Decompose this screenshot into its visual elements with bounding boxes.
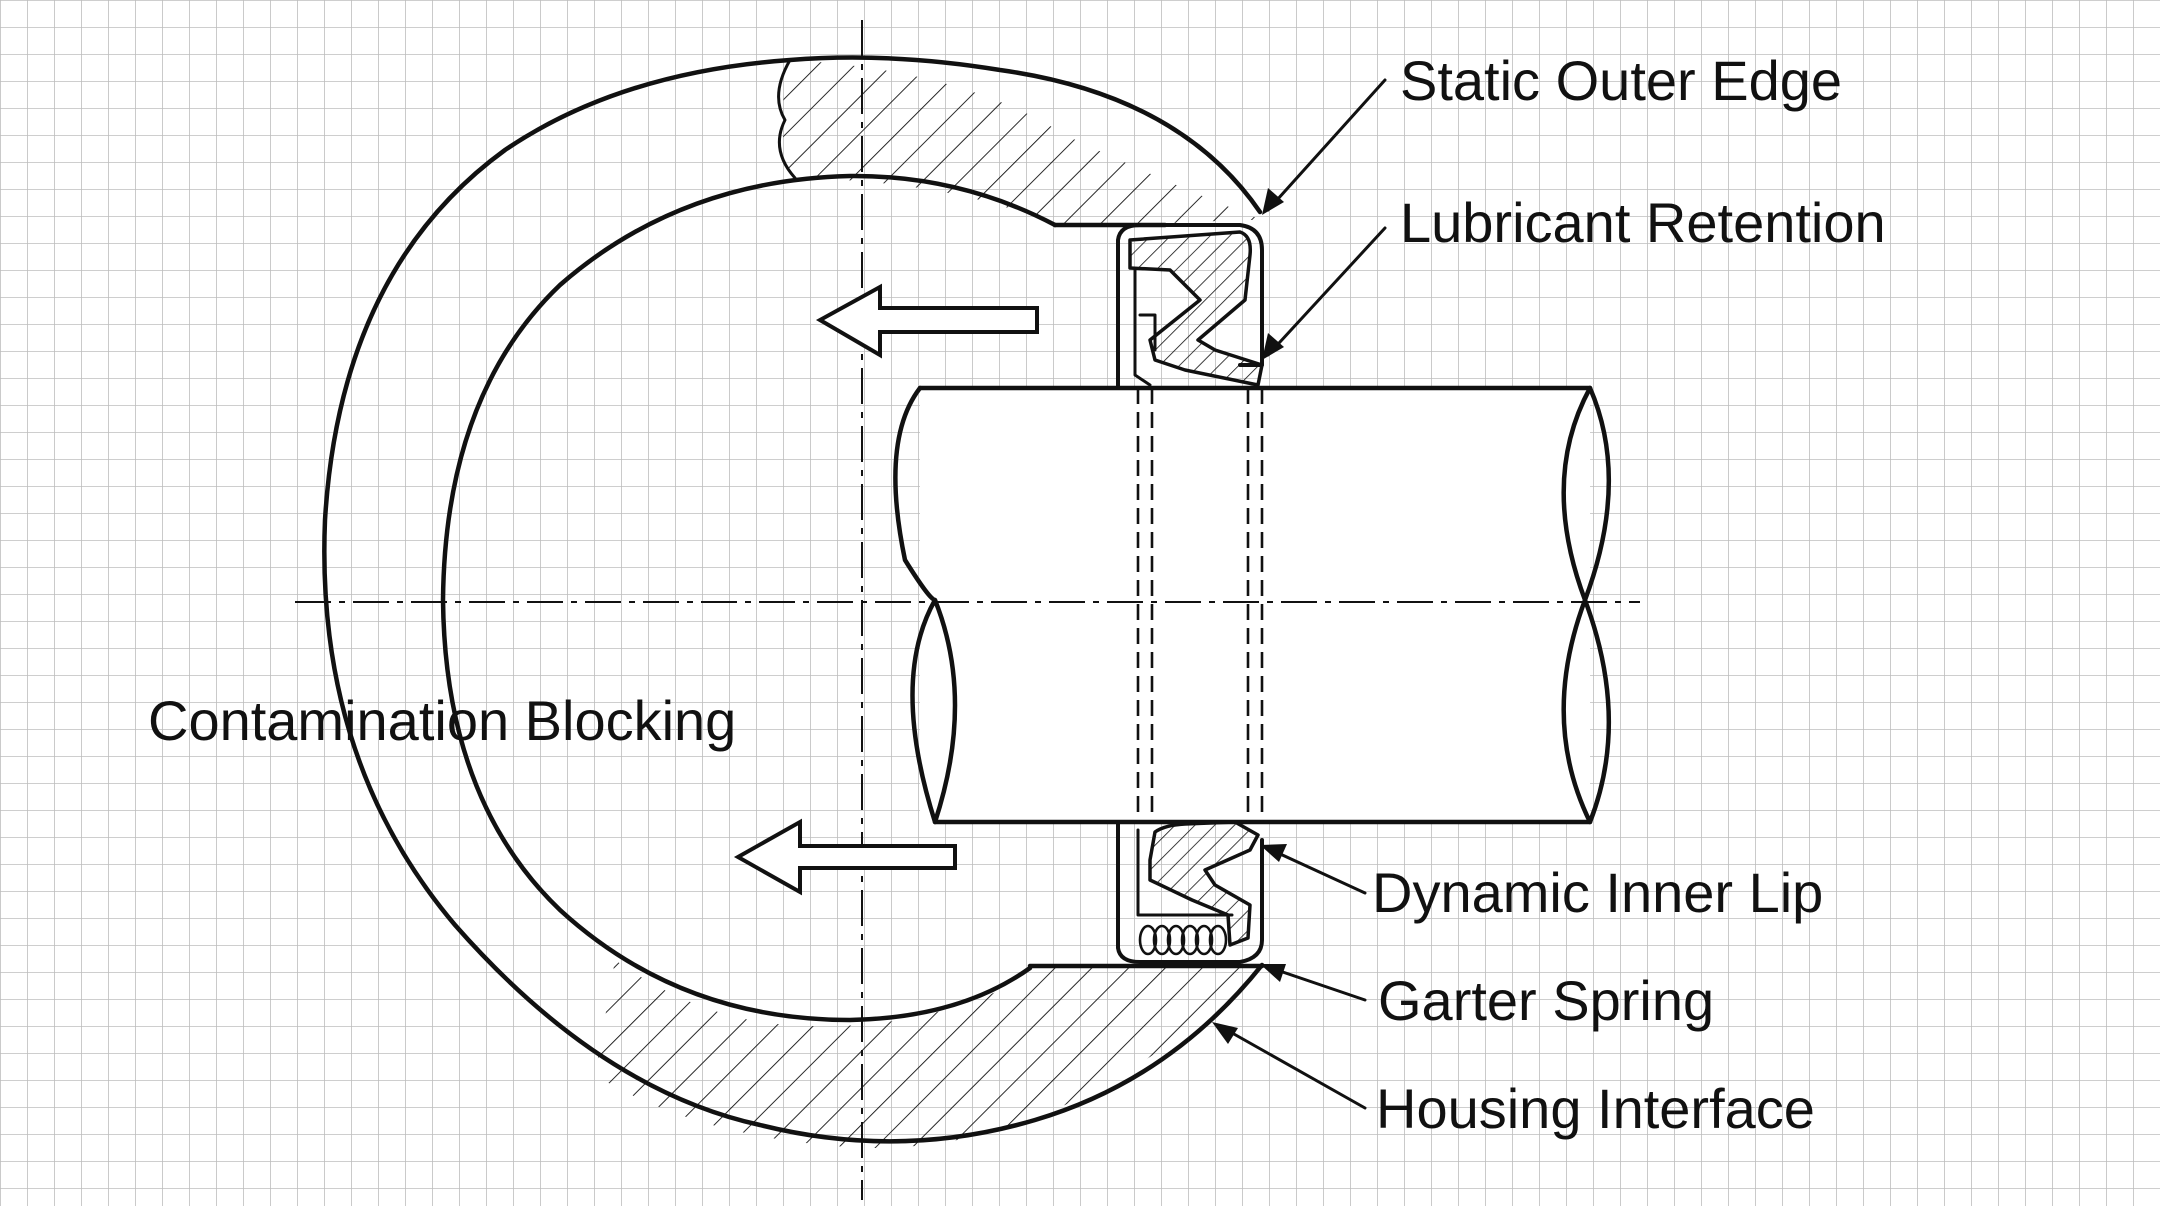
leader-arrowheads <box>1212 188 1287 1044</box>
seal-upper-lip-body <box>1128 230 1264 387</box>
label-static-outer-edge: Static Outer Edge <box>1400 49 1842 112</box>
housing-upper-section <box>782 60 1262 225</box>
seal-upper <box>1116 223 1264 390</box>
label-contamination-blocking: Contamination Blocking <box>148 689 736 752</box>
flow-arrow-lower <box>733 818 957 896</box>
seal-lower <box>1116 820 1264 964</box>
arrowhead-lubricant-retention <box>1262 333 1284 360</box>
leader-lubricant-retention <box>1266 226 1387 357</box>
arrowhead-static-outer-edge <box>1262 188 1284 215</box>
housing <box>322 55 1265 1149</box>
housing-lower-section <box>595 960 1260 1149</box>
garter-spring <box>1138 924 1228 956</box>
shaft <box>893 385 1612 825</box>
label-dynamic-inner-lip: Dynamic Inner Lip <box>1372 861 1823 924</box>
leader-housing-interface <box>1216 1023 1367 1110</box>
label-lubricant-retention: Lubricant Retention <box>1400 191 1886 254</box>
housing-bore <box>440 173 1058 1023</box>
seal-lower-inner-case <box>1136 828 1234 917</box>
shaft-left-break <box>893 385 958 825</box>
arrowhead-dynamic-inner-lip <box>1260 844 1287 862</box>
label-housing-interface: Housing Interface <box>1376 1077 1815 1140</box>
arrowhead-housing-interface <box>1212 1022 1238 1044</box>
seal-lower-outer-case <box>1116 820 1264 964</box>
label-garter-spring: Garter Spring <box>1378 969 1714 1032</box>
seal-upper-inner-case <box>1133 268 1157 387</box>
flow-arrow-upper <box>815 283 1039 359</box>
seal-upper-outer-case <box>1116 223 1264 390</box>
hidden-lines <box>1136 388 1264 822</box>
housing-outer-edge <box>322 55 1265 1144</box>
housing-break-line <box>777 58 797 180</box>
shaft-right-break <box>1561 385 1612 825</box>
arrowhead-garter-spring <box>1260 964 1286 982</box>
center-lines <box>295 20 1640 1200</box>
leader-static-outer-edge <box>1266 78 1387 212</box>
